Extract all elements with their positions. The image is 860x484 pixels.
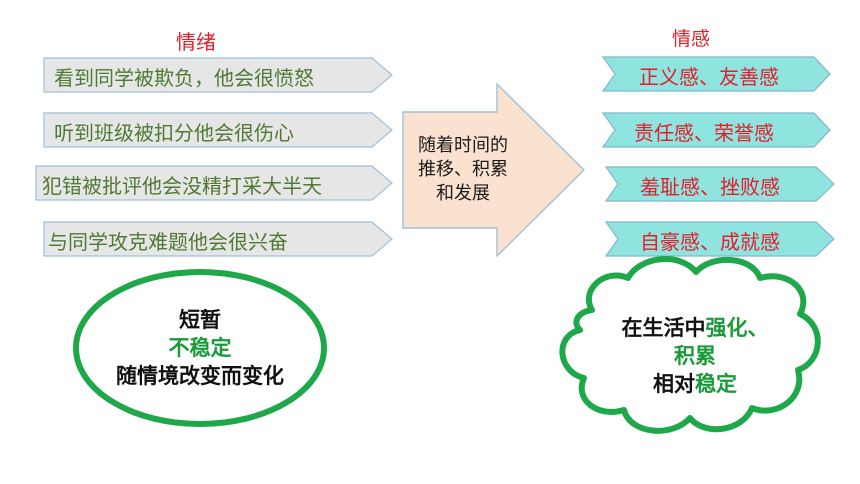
feeling-trait-accumulate: 积累	[674, 344, 716, 368]
transition-line-3: 和发展	[436, 183, 490, 204]
feeling-trait-in-life: 在生活中	[621, 316, 706, 340]
emotion-heading: 情绪	[176, 30, 216, 54]
feeling-item-3: 羞耻感、挫败感	[640, 175, 780, 199]
emotion-box-3	[35, 165, 393, 201]
emotion-trait-situational: 随情境改变而变化	[116, 364, 284, 388]
emotion-traits-ellipse	[73, 269, 327, 427]
emotion-item-4: 与同学攻克难题他会很兴奋	[48, 230, 288, 254]
feeling-heading: 情感	[672, 28, 711, 50]
feeling-trait-relatively: 相对	[653, 372, 695, 396]
transition-text: 随着时间的 推移、积累 和发展	[403, 134, 523, 206]
feeling-item-1: 正义感、友善感	[639, 65, 779, 89]
feeling-traits-cloud	[559, 256, 821, 434]
emotion-item-3: 犯错被批评他会没精打采大半天	[42, 174, 322, 198]
emotion-box-2	[43, 112, 393, 148]
emotion-box-1	[43, 57, 393, 93]
emotion-item-2: 听到班级被扣分他会很伤心	[54, 121, 294, 145]
feeling-box-4	[604, 221, 835, 257]
feeling-trait-line-1: 在生活中强化、	[588, 314, 802, 342]
emotion-trait-short: 短暂	[179, 308, 221, 332]
feeling-item-4: 自豪感、成就感	[640, 230, 780, 254]
feeling-box-3	[604, 166, 835, 202]
feeling-box-2	[601, 112, 831, 148]
feeling-box-1	[601, 56, 831, 92]
feeling-trait-line-3: 相对稳定	[588, 370, 802, 398]
emotion-traits: 短暂 不稳定 随情境改变而变化	[80, 306, 320, 390]
transition-line-2: 推移、积累	[418, 159, 508, 180]
feeling-trait-stable: 稳定	[695, 372, 737, 396]
emotion-trait-unstable: 不稳定	[168, 336, 232, 360]
feeling-item-2: 责任感、荣誉感	[634, 121, 774, 145]
transition-line-1: 随着时间的	[418, 135, 508, 156]
transition-arrow	[402, 82, 585, 258]
feeling-traits: 在生活中强化、 积累 相对稳定	[588, 314, 802, 398]
feeling-trait-strengthen: 强化、	[705, 316, 769, 340]
emotion-box-4	[43, 221, 393, 257]
emotion-item-1: 看到同学被欺负，他会很愤怒	[54, 66, 314, 90]
